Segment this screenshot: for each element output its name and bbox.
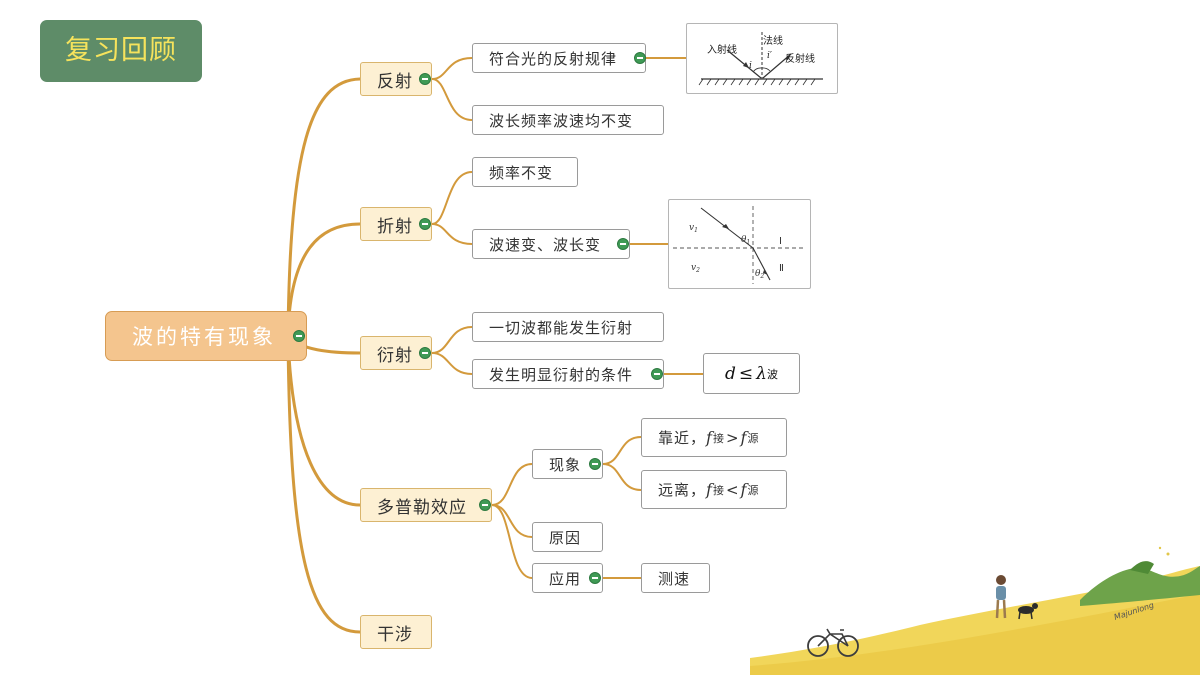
reflection-diagram: 入射线 法线 反射线 i i′ (698, 32, 823, 86)
branch-interference-label: 干涉 (377, 624, 413, 645)
node-label: 靠近， (658, 429, 707, 447)
node-label: 应用 (549, 569, 582, 588)
connector-root-doppler (286, 334, 362, 507)
symbol-f: f (706, 428, 713, 447)
doppler-cause[interactable]: 原因 (532, 522, 603, 552)
diffraction-item-condition[interactable]: 发生明显衍射的条件 (472, 359, 664, 389)
svg-text:θ2: θ2 (755, 269, 764, 280)
connector-root-refraction (286, 222, 362, 338)
refraction-diagram: v1 v2 θ1 θ2 Ⅰ Ⅱ (673, 206, 805, 284)
symbol-f: f (706, 480, 713, 499)
collapse-icon[interactable] (634, 52, 646, 64)
label-normal: 法线 (763, 34, 783, 47)
label-reflected: 反射线 (785, 52, 815, 65)
subscript: 接 (712, 431, 725, 445)
doppler-application-speed[interactable]: 测速 (641, 563, 710, 593)
label-v1: v (689, 223, 694, 233)
svg-text:θ1: θ1 (741, 235, 750, 246)
root-node[interactable]: 波的特有现象 (105, 311, 307, 361)
root-label: 波的特有现象 (132, 325, 276, 349)
collapse-icon[interactable] (589, 458, 601, 470)
svg-text:v2: v2 (691, 263, 700, 274)
connector-root-reflection (286, 77, 362, 338)
node-label: 原因 (549, 528, 582, 547)
node-label: 波长频率波速均不变 (489, 111, 634, 130)
collapse-icon[interactable] (419, 347, 431, 359)
node-label: 符合光的反射规律 (489, 49, 618, 68)
label-medium2: Ⅱ (779, 263, 784, 274)
collapse-icon[interactable] (293, 330, 305, 342)
collapse-icon[interactable] (479, 499, 491, 511)
symbol-f: f (740, 480, 748, 499)
node-label: 波速变、波长变 (489, 235, 602, 254)
collapse-icon[interactable] (419, 73, 431, 85)
refraction-item-frequency[interactable]: 频率不变 (472, 157, 578, 187)
subscript: 源 (747, 483, 760, 497)
branch-doppler[interactable]: 多普勒效应 (360, 488, 492, 522)
branch-refraction-label: 折射 (377, 216, 413, 237)
branch-reflection[interactable]: 反射 (360, 62, 432, 96)
formula-op: ≤ (738, 363, 754, 384)
operator: > (725, 428, 740, 447)
branch-diffraction-label: 衍射 (377, 345, 413, 366)
node-label: 现象 (549, 455, 582, 474)
collapse-icon[interactable] (419, 218, 431, 230)
formula-d: d (725, 363, 736, 384)
branch-interference[interactable]: 干涉 (360, 615, 432, 649)
label-angle-i: i (749, 61, 752, 71)
refraction-figure: v1 v2 θ1 θ2 Ⅰ Ⅱ (668, 199, 811, 289)
branch-doppler-label: 多普勒效应 (377, 497, 467, 518)
node-label: 测速 (658, 569, 691, 588)
label-theta1-sub: 1 (746, 239, 750, 246)
collapse-icon[interactable] (651, 368, 663, 380)
node-label: 远离， (658, 481, 707, 499)
label-v2: v (691, 263, 696, 273)
formula-lambda: λ (756, 363, 767, 384)
formula-sub: 波 (766, 367, 778, 381)
label-incident: 入射线 (707, 43, 737, 56)
label-theta1: θ (741, 235, 747, 245)
collapse-icon[interactable] (589, 572, 601, 584)
svg-text:v1: v1 (689, 223, 698, 234)
branch-diffraction[interactable]: 衍射 (360, 336, 432, 370)
reflection-item-unchanged[interactable]: 波长频率波速均不变 (472, 105, 664, 135)
symbol-f: f (740, 428, 748, 447)
page-title: 复习回顾 (40, 20, 202, 82)
landscape-decoration: Majunlong (750, 546, 1200, 675)
node-label: 一切波都能发生衍射 (489, 318, 634, 337)
node-label: 频率不变 (489, 163, 554, 182)
label-angle-r: i′ (767, 51, 772, 61)
label-theta2-sub: 2 (759, 273, 764, 280)
label-theta2: θ (755, 269, 761, 279)
subscript: 源 (747, 431, 760, 445)
branch-reflection-label: 反射 (377, 71, 413, 92)
reflection-figure: 入射线 法线 反射线 i i′ (686, 23, 838, 94)
label-v2-sub: 2 (695, 267, 700, 274)
label-medium1: Ⅰ (779, 236, 782, 247)
reflection-item-law[interactable]: 符合光的反射规律 (472, 43, 646, 73)
connector-root-interference (286, 334, 362, 634)
refraction-item-speed[interactable]: 波速变、波长变 (472, 229, 630, 259)
subscript: 接 (712, 483, 725, 497)
collapse-icon[interactable] (617, 238, 629, 250)
node-label: 发生明显衍射的条件 (489, 365, 634, 384)
operator: < (725, 480, 740, 499)
diffraction-item-all[interactable]: 一切波都能发生衍射 (472, 312, 664, 342)
label-v1-sub: 1 (694, 227, 698, 234)
